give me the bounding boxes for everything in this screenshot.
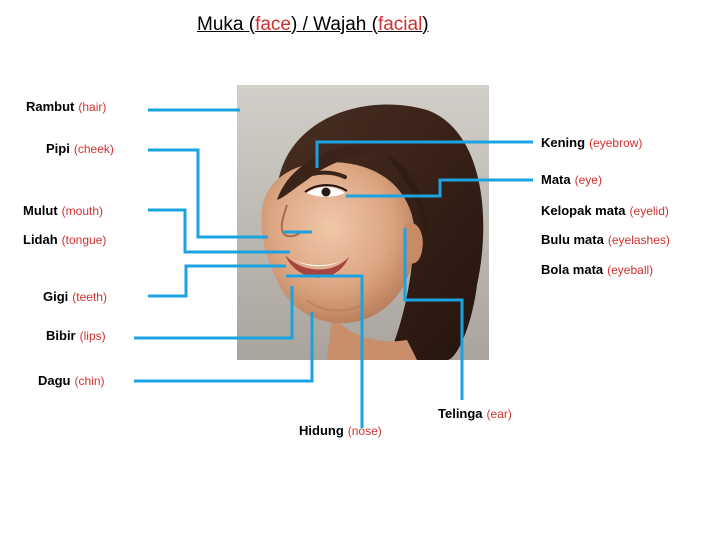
- title-word-face: face: [255, 14, 291, 35]
- line-kening: [315, 140, 533, 168]
- label-rambut: Rambut(hair): [26, 99, 107, 114]
- label-lidah: Lidah(tongue): [23, 232, 107, 247]
- label-gigi: Gigi(teeth): [43, 289, 107, 304]
- label-bola-mata: Bola mata(eyeball): [541, 262, 654, 277]
- line-gigi: [148, 264, 286, 298]
- line-hidung: [286, 274, 364, 428]
- line-pipi: [148, 148, 268, 239]
- label-hidung: Hidung(nose): [299, 423, 382, 438]
- label-telinga: Telinga(ear): [438, 406, 512, 421]
- line-dagu: [134, 312, 314, 383]
- line-mulut: [148, 208, 290, 254]
- title-word-facial: facial: [377, 14, 423, 35]
- line-telinga: [403, 228, 464, 400]
- label-bulu-mata: Bulu mata(eyelashes): [541, 232, 670, 247]
- title-word-muka: Muka: [197, 14, 244, 35]
- line-bibir: [134, 286, 294, 340]
- label-pipi: Pipi(cheek): [46, 141, 114, 156]
- label-kening: Kening(eyebrow): [541, 135, 643, 150]
- label-mata: Mata(eye): [541, 172, 602, 187]
- label-kelopak-mata: Kelopak mata(eyelid): [541, 203, 669, 218]
- label-bibir: Bibir(lips): [46, 328, 106, 343]
- diagram-title: Muka (face) / Wajah (facial): [197, 14, 429, 35]
- label-dagu: Dagu(chin): [38, 373, 105, 388]
- title-word-wajah: Wajah: [313, 14, 367, 35]
- title-separator: /: [302, 14, 308, 35]
- line-mata: [346, 178, 533, 198]
- label-mulut: Mulut(mouth): [23, 203, 103, 218]
